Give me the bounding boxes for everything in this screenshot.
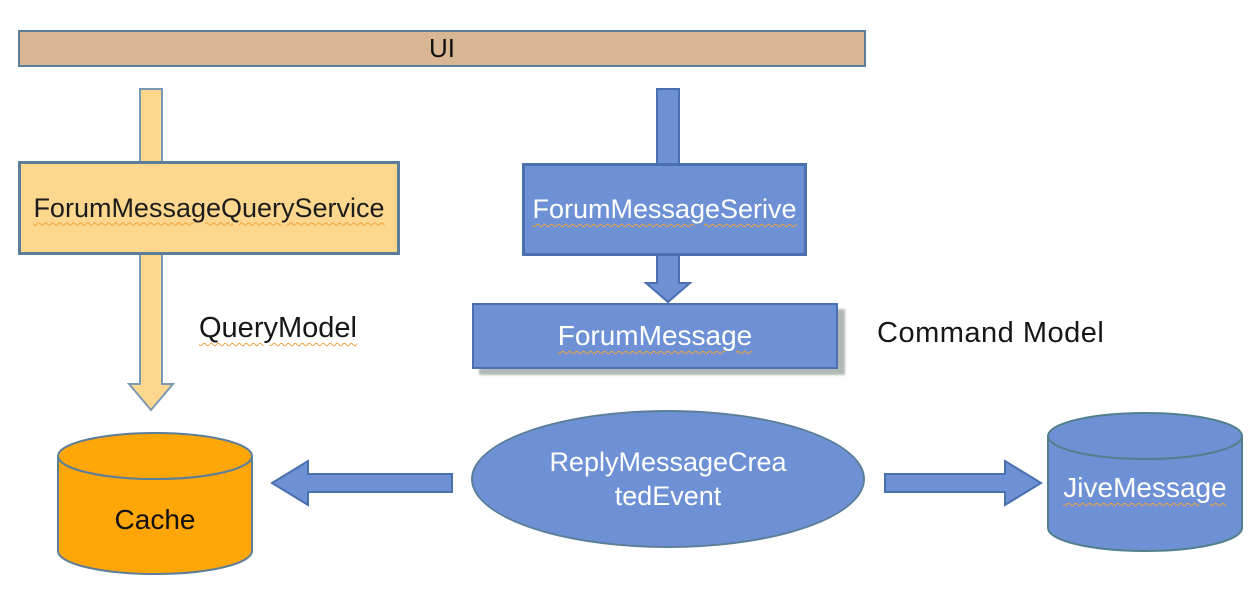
database-cylinder-icon — [57, 432, 253, 575]
jive-message-database-shape: JiveMessage — [1047, 412, 1243, 552]
database-cylinder-icon — [1047, 412, 1243, 552]
forum-message-service-label: ForumMessageSerive — [532, 194, 797, 224]
query-model-label: QueryModel — [199, 312, 357, 344]
cache-database-label: Cache — [114, 504, 196, 535]
ui-layer-label: UI — [429, 33, 455, 63]
ui-layer-box: UI — [18, 30, 866, 67]
event-to-jive-arrow — [884, 459, 1043, 507]
forum-message-box: ForumMessage — [472, 303, 838, 369]
event-label-line2: tedEvent — [614, 481, 722, 511]
event-to-cache-arrow — [270, 459, 453, 507]
forum-message-query-service-box: ForumMessageQueryService — [18, 161, 400, 255]
forum-message-label: ForumMessage — [557, 320, 753, 351]
jive-message-database-label: JiveMessage — [1063, 472, 1227, 503]
event-label-line1: ReplyMessageCrea — [549, 447, 787, 477]
reply-message-created-event-ellipse: ReplyMessageCrea tedEvent — [471, 410, 865, 548]
cache-database-shape: Cache — [57, 432, 253, 575]
command-service-to-forum-message-arrow — [643, 249, 693, 304]
ui-to-command-service-arrow — [656, 88, 680, 170]
forum-message-query-service-label: ForumMessageQueryService — [33, 192, 385, 223]
forum-message-service-box: ForumMessageSerive — [522, 163, 807, 256]
command-model-label: Command Model — [877, 317, 1105, 349]
